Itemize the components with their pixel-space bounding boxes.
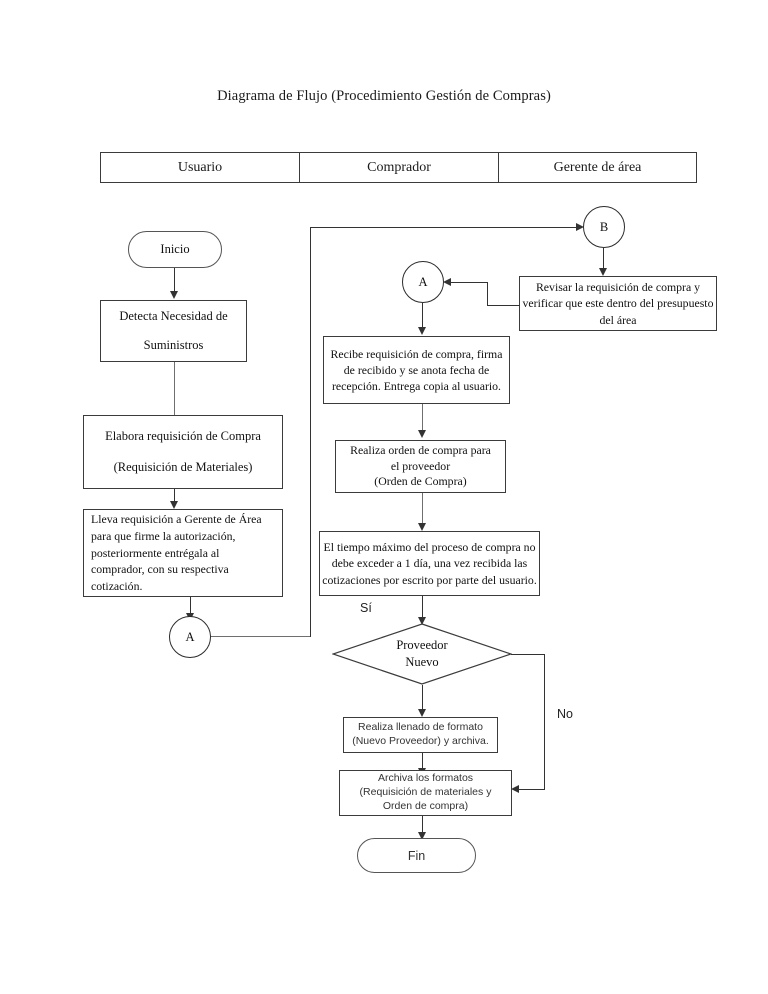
edge-label-no: No bbox=[557, 707, 573, 721]
lane-header-gerente: Gerente de área bbox=[553, 159, 642, 175]
edge-a-to-b-horizontal-lower bbox=[211, 636, 311, 638]
node-revisar-requisicion[interactable]: Revisar la requisición de compra y verif… bbox=[519, 276, 717, 331]
node-archiva-line1: Archiva los formatos bbox=[377, 772, 474, 785]
node-fin-label: Fin bbox=[407, 848, 426, 863]
edge-elabora-lleva-arrowhead bbox=[170, 501, 178, 509]
edge-revisar-a-horizontal-upper bbox=[450, 282, 488, 284]
node-lleva-requisicion[interactable]: Lleva requisición a Gerente de Área para… bbox=[83, 509, 283, 597]
lane-header-comprador: Comprador bbox=[300, 153, 499, 182]
node-revisar-text: Revisar la requisición de compra y verif… bbox=[522, 280, 714, 327]
node-elabora-line2: (Requisición de Materiales) bbox=[113, 460, 253, 474]
node-realiza-llenado-formato[interactable]: Realiza llenado de formato (Nuevo Provee… bbox=[343, 717, 498, 753]
node-formato-line1: Realiza llenado de formato bbox=[358, 721, 483, 734]
node-orden-line3: (Orden de Compra) bbox=[374, 474, 467, 489]
edge-no-horizontal-top bbox=[511, 654, 545, 656]
edge-recibe-orden bbox=[422, 404, 424, 433]
node-fin[interactable]: Fin bbox=[357, 838, 476, 873]
node-decision-proveedor-nuevo[interactable]: Proveedor Nuevo bbox=[332, 623, 512, 685]
node-connector-a-comprador-label: A bbox=[418, 274, 428, 289]
node-archiva-formatos[interactable]: Archiva los formatos (Requisición de mat… bbox=[339, 770, 512, 816]
edge-no-horizontal-bottom bbox=[518, 789, 545, 791]
node-connector-a-usuario-label: A bbox=[185, 629, 195, 644]
edge-a-recibe bbox=[422, 303, 424, 329]
node-decision-line2: Nuevo bbox=[405, 655, 439, 669]
node-connector-a-usuario[interactable]: A bbox=[169, 616, 211, 658]
edge-decision-formato-arrowhead bbox=[418, 709, 426, 717]
edge-decision-formato bbox=[422, 685, 424, 711]
node-inicio[interactable]: Inicio bbox=[128, 231, 222, 268]
edge-no-arrowhead bbox=[511, 785, 519, 793]
edge-b-revisar bbox=[603, 248, 605, 270]
edge-elabora-lleva bbox=[174, 489, 176, 503]
node-detecta-line1: Detecta Necesidad de bbox=[119, 309, 228, 323]
node-elabora-line1: Elabora requisición de Compra bbox=[105, 429, 261, 443]
node-formato-line2: (Nuevo Proveedor) y archiva. bbox=[352, 735, 489, 747]
node-tiempo-text: El tiempo máximo del proceso de compra n… bbox=[322, 540, 537, 587]
node-recibe-requisicion[interactable]: Recibe requisición de compra, firma de r… bbox=[323, 336, 510, 404]
edge-orden-tiempo bbox=[422, 493, 424, 526]
edge-inicio-detecta bbox=[174, 268, 176, 292]
edge-tiempo-decision-arrowhead bbox=[418, 617, 426, 625]
edge-no-vertical bbox=[544, 654, 546, 790]
edge-tiempo-decision bbox=[422, 596, 424, 619]
edge-label-si: Sí bbox=[360, 601, 372, 615]
node-archiva-line3: Orden de compra) bbox=[382, 799, 469, 812]
edge-revisar-a-horizontal-lower bbox=[487, 305, 520, 307]
diamond-shape bbox=[332, 623, 512, 685]
edge-detecta-elabora bbox=[174, 362, 176, 415]
node-orden-line2: el proveedor bbox=[390, 458, 451, 473]
edge-a-to-b-vertical bbox=[310, 227, 312, 637]
edge-lleva-connector-a bbox=[190, 597, 192, 616]
edge-archiva-fin-arrowhead bbox=[418, 832, 426, 840]
edge-inicio-detecta-arrowhead bbox=[170, 291, 178, 299]
node-tiempo-maximo[interactable]: El tiempo máximo del proceso de compra n… bbox=[319, 531, 540, 596]
edge-b-revisar-arrowhead bbox=[599, 268, 607, 276]
node-archiva-line2: (Requisición de materiales y bbox=[359, 786, 492, 799]
edge-recibe-orden-arrowhead bbox=[418, 430, 426, 438]
lane-header-usuario: Usuario bbox=[101, 153, 300, 182]
node-decision-label: Proveedor Nuevo bbox=[332, 623, 512, 685]
node-orden-line1: Realiza orden de compra para bbox=[350, 443, 491, 458]
edge-revisar-a-vertical bbox=[487, 282, 489, 306]
edge-orden-tiempo-arrowhead bbox=[418, 523, 426, 531]
edge-archiva-fin bbox=[422, 816, 424, 835]
node-recibe-text: Recibe requisición de compra, firma de r… bbox=[330, 346, 503, 394]
node-decision-line1: Proveedor bbox=[396, 638, 448, 653]
node-lleva-text: Lleva requisición a Gerente de Área para… bbox=[91, 512, 262, 594]
node-inicio-label: Inicio bbox=[160, 242, 190, 256]
node-connector-b[interactable]: B bbox=[583, 206, 625, 248]
node-detecta-line2: Suministros bbox=[143, 338, 204, 352]
edge-a-to-b-horizontal-upper bbox=[310, 227, 581, 229]
edge-formato-archiva bbox=[422, 753, 424, 770]
edge-a-recibe-arrowhead bbox=[418, 327, 426, 335]
edge-revisar-a-arrowhead bbox=[443, 278, 451, 286]
page-title: Diagrama de Flujo (Procedimiento Gestión… bbox=[217, 88, 551, 104]
swimlane-header-table: Usuario Comprador Gerente de área bbox=[100, 152, 697, 183]
node-connector-b-label: B bbox=[599, 219, 609, 234]
node-realiza-orden[interactable]: Realiza orden de compra para el proveedo… bbox=[335, 440, 506, 493]
node-connector-a-comprador[interactable]: A bbox=[402, 261, 444, 303]
node-elabora-requisicion[interactable]: Elabora requisición de Compra (Requisici… bbox=[83, 415, 283, 489]
node-detecta-necesidad[interactable]: Detecta Necesidad de Suministros bbox=[100, 300, 247, 362]
edge-a-to-b-arrowhead bbox=[576, 223, 584, 231]
